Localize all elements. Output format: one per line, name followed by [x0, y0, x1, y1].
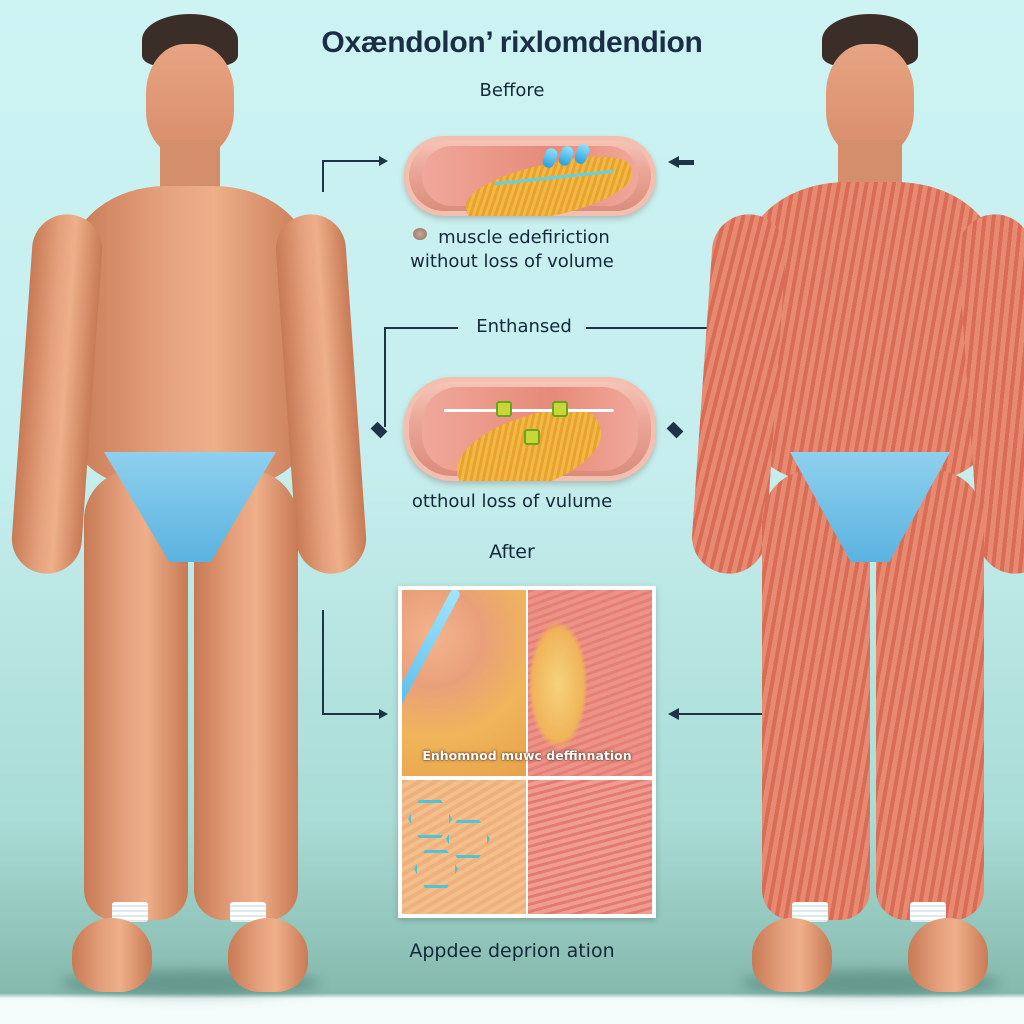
capsule-before: [404, 136, 656, 216]
connector-line: [678, 160, 694, 165]
fluid-streak-graphic: [402, 590, 462, 769]
molecule-bond-graphic: [444, 409, 614, 412]
before-caption-line1: muscle edefiriction: [438, 227, 610, 248]
before-caption-line2: without loss of volume: [410, 251, 614, 272]
foot: [228, 918, 308, 992]
hexagon-molecule-icon: [408, 800, 452, 838]
after-label: After: [489, 541, 535, 563]
molecule-structure-tile: [402, 780, 526, 914]
molecule-node-icon: [524, 429, 540, 445]
skin-closeup-tile: [402, 590, 526, 776]
foot: [72, 918, 152, 992]
arrow-right-icon: [379, 709, 388, 719]
connector-line: [322, 160, 324, 192]
muscle-fiber-tile: [528, 780, 652, 914]
connector-line: [322, 160, 380, 162]
arrow-left-icon: [668, 156, 679, 168]
ankle-wrap: [792, 902, 828, 922]
after-photo-panel: Enhomnod muwc deffinnation: [398, 586, 656, 918]
molecule-node-icon: [496, 401, 512, 417]
torso: [70, 186, 310, 486]
arrow-right-icon: [379, 156, 388, 166]
enhanced-label: Enthansed: [476, 316, 572, 337]
hexagon-molecule-icon: [414, 850, 458, 888]
foot: [908, 918, 988, 992]
foot: [752, 918, 832, 992]
bullet-icon: [413, 228, 427, 240]
connector-line: [384, 327, 458, 329]
hexagon-molecule-icon: [446, 820, 490, 858]
head: [146, 44, 234, 156]
capsule-enhanced: [404, 377, 656, 481]
after-caption: Appdee deprion ation: [409, 940, 615, 962]
ankle-wrap: [230, 902, 266, 922]
before-caption: muscle edefiriction without loss of volu…: [0, 226, 1024, 274]
connector-line: [322, 610, 324, 714]
muscle-closeup-tile: [528, 590, 652, 776]
connector-line: [384, 327, 386, 427]
torso: [746, 182, 996, 482]
connector-line: [586, 327, 776, 329]
diamond-marker-icon: [666, 421, 684, 439]
head: [826, 44, 914, 156]
enhanced-caption: otthoul loss of vulume: [411, 491, 613, 512]
connector-line: [322, 713, 380, 715]
arrow-left-icon: [668, 708, 679, 720]
connector-line: [678, 713, 828, 715]
molecule-node-icon: [552, 401, 568, 417]
ankle-wrap: [910, 902, 946, 922]
panel-caption: Enhomnod muwc deffinnation: [422, 748, 632, 763]
ankle-wrap: [112, 902, 148, 922]
page-title: Oxændolon’ rixlomdendion: [321, 26, 703, 59]
before-label: Beffore: [479, 80, 545, 101]
